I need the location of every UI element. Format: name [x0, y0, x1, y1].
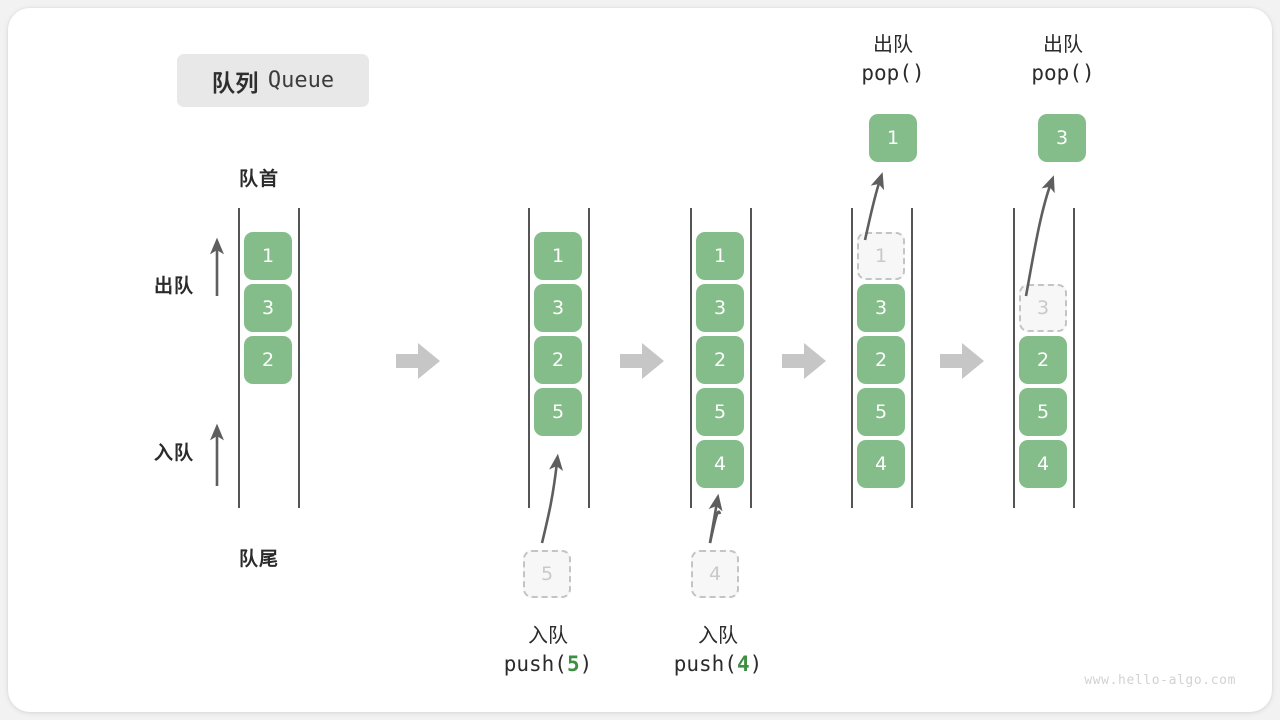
step-arrow-icon — [396, 343, 440, 379]
queue-rail-right-col1 — [298, 208, 300, 508]
column-caption-push5: 入队 push(5) — [448, 622, 648, 679]
queue-item: 2 — [244, 336, 292, 384]
title-badge: 队列 Queue — [177, 54, 369, 107]
title-english: Queue — [267, 68, 335, 93]
queue-item: 5 — [857, 388, 905, 436]
step-arrow-icon — [940, 343, 984, 379]
queue-item: 2 — [534, 336, 582, 384]
queue-head-label: 队首 — [239, 168, 280, 190]
queue-item: 4 — [857, 440, 905, 488]
queue-item-new: 5 — [534, 388, 582, 436]
queue-item: 2 — [1019, 336, 1067, 384]
title-chinese: 队列 — [211, 70, 259, 97]
queue-item-removed: 3 — [1019, 284, 1067, 332]
queue-item: 5 — [696, 388, 744, 436]
caption-chinese: 入队 — [528, 623, 568, 647]
queue-item: 3 — [696, 284, 744, 332]
popped-value-box: 1 — [869, 114, 917, 162]
dequeue-direction-label: 出队 — [154, 275, 195, 297]
queue-item: 2 — [857, 336, 905, 384]
queue-item: 1 — [696, 232, 744, 280]
queue-item: 1 — [244, 232, 292, 280]
popped-value-box: 3 — [1038, 114, 1086, 162]
caption-code-pre: push( — [673, 651, 737, 676]
step-arrow-icon — [620, 343, 664, 379]
queue-item: 2 — [696, 336, 744, 384]
push-5-motion-arrow-icon — [540, 453, 564, 544]
caption-code-pre: push( — [503, 651, 567, 676]
caption-code: push(4) — [618, 650, 818, 679]
step-arrow-icon — [782, 343, 826, 379]
queue-item: 1 — [534, 232, 582, 280]
incoming-value-ghost: 4 — [691, 550, 739, 598]
queue-rail-left-col3 — [690, 208, 692, 508]
queue-item: 3 — [857, 284, 905, 332]
queue-rail-left-col5 — [1013, 208, 1015, 508]
diagram-card: 队列 Queue 队首 队尾 出队 入队 1 3 2 1 3 2 5 5 入队 … — [8, 8, 1272, 712]
pop-3-motion-arrow-icon — [1024, 175, 1055, 297]
queue-item: 4 — [1019, 440, 1067, 488]
queue-tail-label: 队尾 — [239, 548, 280, 570]
incoming-value-ghost: 5 — [523, 550, 571, 598]
enqueue-direction-label: 入队 — [154, 442, 195, 464]
queue-rail-right-col4 — [911, 208, 913, 508]
queue-item: 5 — [1019, 388, 1067, 436]
column-header-pop3: 出队 pop() — [983, 31, 1143, 88]
queue-item: 3 — [534, 284, 582, 332]
header-chinese: 出队 — [1043, 32, 1083, 56]
pop-1-motion-arrow-icon — [863, 172, 885, 241]
header-code: pop() — [1031, 60, 1095, 85]
caption-code-post: ) — [579, 651, 593, 676]
caption-code-number: 5 — [566, 651, 580, 676]
caption-chinese: 入队 — [698, 623, 738, 647]
watermark: www.hello-algo.com — [1084, 673, 1236, 688]
queue-item-new: 4 — [696, 440, 744, 488]
column-caption-push4: 入队 push(4) — [618, 622, 818, 679]
queue-rail-left-col1 — [238, 208, 240, 508]
queue-rail-left-col4 — [851, 208, 853, 508]
header-chinese: 出队 — [873, 32, 913, 56]
column-header-pop1: 出队 pop() — [813, 31, 973, 88]
header-code: pop() — [861, 60, 925, 85]
queue-item-removed: 1 — [857, 232, 905, 280]
caption-code-number: 4 — [736, 651, 750, 676]
queue-rail-left-col2 — [528, 208, 530, 508]
arrows-overlay — [209, 172, 1055, 544]
push-4-motion-arrow-icon — [708, 493, 723, 544]
caption-code-post: ) — [749, 651, 763, 676]
caption-code: push(5) — [448, 650, 648, 679]
queue-rail-right-col5 — [1073, 208, 1075, 508]
queue-rail-right-col3 — [750, 208, 752, 508]
queue-item: 3 — [244, 284, 292, 332]
queue-rail-right-col2 — [588, 208, 590, 508]
